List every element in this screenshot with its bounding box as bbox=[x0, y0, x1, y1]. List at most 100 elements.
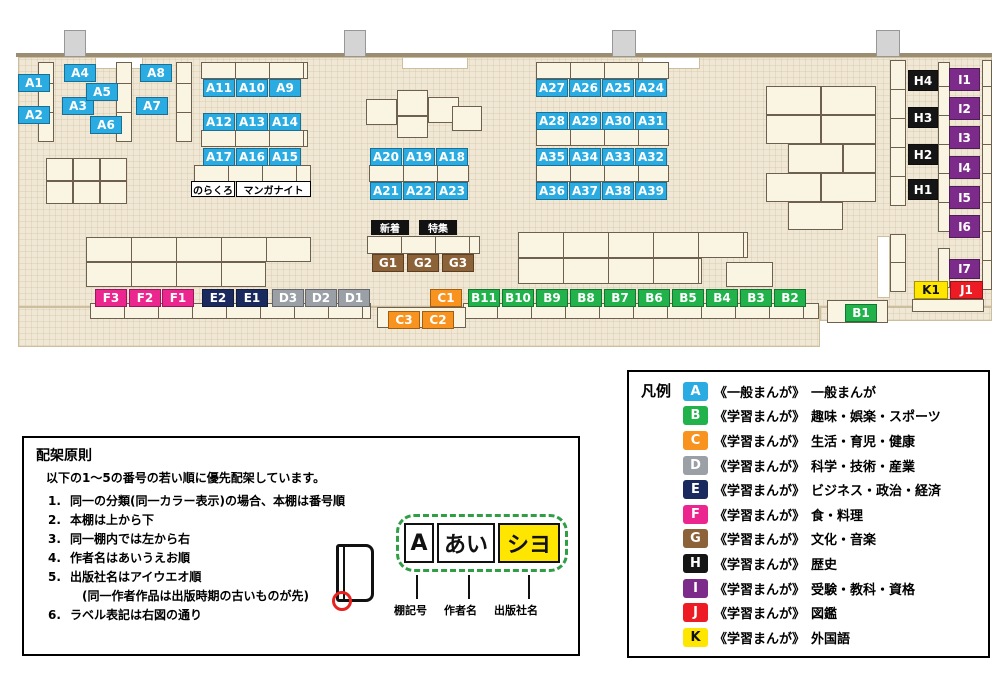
bookshelf bbox=[369, 165, 469, 182]
shelf-label-a31: A31 bbox=[635, 112, 667, 130]
shelf-label-a17: A17 bbox=[203, 148, 235, 166]
bookshelf bbox=[890, 234, 906, 292]
legend-category: 図鑑 bbox=[811, 607, 838, 623]
shelf-label-a16: A16 bbox=[236, 148, 268, 166]
bookshelf bbox=[788, 202, 843, 230]
bookshelf bbox=[86, 262, 266, 287]
legend-category: 文化・音楽 bbox=[811, 533, 877, 549]
map-tag: のらくろ bbox=[191, 181, 235, 197]
shelf-label-i3: I3 bbox=[949, 126, 980, 149]
legend-scope: 《学習まんが》 bbox=[714, 631, 806, 647]
bookshelf bbox=[46, 181, 73, 204]
wall-opening bbox=[402, 57, 468, 69]
shelf-label-a14: A14 bbox=[269, 113, 301, 131]
shelf-label-h4: H4 bbox=[908, 70, 938, 91]
map-tag: 新着 bbox=[371, 220, 409, 235]
legend-item-j: J《学習まんが》図鑑 bbox=[683, 600, 941, 625]
map-tag: 特集 bbox=[419, 220, 457, 235]
legend-swatch-f: F bbox=[683, 504, 708, 524]
bookshelf bbox=[821, 115, 876, 144]
shelf-label-c3: C3 bbox=[388, 311, 420, 329]
bookshelf bbox=[766, 115, 821, 144]
bookshelf bbox=[726, 262, 773, 287]
shelf-label-b10: B10 bbox=[502, 289, 534, 307]
bookshelf bbox=[176, 62, 192, 142]
legend-scope: 《学習まんが》 bbox=[714, 582, 806, 598]
legend-swatch-h: H bbox=[683, 553, 708, 573]
principle-text: 出版社名はアイウエオ順 bbox=[70, 570, 202, 584]
legend-scope: 《学習まんが》 bbox=[714, 533, 806, 549]
wall-opening bbox=[877, 236, 890, 298]
shelf-label-f2: F2 bbox=[129, 289, 161, 307]
shelf-label-a12: A12 bbox=[203, 113, 235, 131]
bookshelf bbox=[397, 90, 428, 116]
shelf-label-k1: K1 bbox=[914, 281, 948, 299]
principle-number: 2. bbox=[48, 513, 61, 527]
spine-label-caption: 出版社名 bbox=[494, 604, 538, 617]
shelf-label-a22: A22 bbox=[403, 182, 435, 200]
legend-swatch-b: B bbox=[683, 406, 708, 426]
shelf-label-b11: B11 bbox=[468, 289, 500, 307]
pillar bbox=[344, 30, 366, 57]
shelf-label-a4: A4 bbox=[64, 64, 96, 82]
shelf-label-b9: B9 bbox=[536, 289, 568, 307]
shelf-label-a29: A29 bbox=[569, 112, 601, 130]
shelf-label-b1: B1 bbox=[845, 304, 877, 322]
legend-item-k: K《学習まんが》外国語 bbox=[683, 625, 941, 650]
principle-subtext: (同一作者作品は出版時期の古いものが先) bbox=[82, 589, 309, 603]
bookshelf bbox=[788, 144, 843, 173]
spine-label-cell: あい bbox=[437, 523, 495, 563]
bookshelf bbox=[821, 86, 876, 115]
shelf-label-a6: A6 bbox=[90, 116, 122, 134]
shelf-label-a18: A18 bbox=[436, 148, 468, 166]
shelf-label-h3: H3 bbox=[908, 107, 938, 128]
legend-scope: 《学習まんが》 bbox=[714, 434, 806, 450]
principle-item: 6.ラベル表記は右図の通り bbox=[48, 606, 388, 625]
shelf-label-c1: C1 bbox=[430, 289, 462, 307]
principle-text: 本棚は上から下 bbox=[70, 513, 155, 527]
legend-swatch-g: G bbox=[683, 529, 708, 549]
legend-swatch-e: E bbox=[683, 480, 708, 500]
principle-text: ラベル表記は右図の通り bbox=[70, 608, 203, 622]
shelf-label-i4: I4 bbox=[949, 156, 980, 179]
shelf-label-a23: A23 bbox=[436, 182, 468, 200]
shelf-label-g1: G1 bbox=[372, 254, 404, 272]
shelf-label-f1: F1 bbox=[162, 289, 194, 307]
shelf-label-a9: A9 bbox=[269, 79, 301, 97]
shelf-label-e2: E2 bbox=[202, 289, 234, 307]
legend-item-d: D《学習まんが》科学・技術・産業 bbox=[683, 453, 941, 478]
principle-item: 2. 本棚は上から下 bbox=[48, 511, 388, 530]
legend-swatch-i: I bbox=[683, 578, 708, 598]
shelf-label-b4: B4 bbox=[706, 289, 738, 307]
legend-category: ビジネス・政治・経済 bbox=[811, 484, 942, 500]
principle-text: 同一棚内では左から右 bbox=[70, 532, 191, 546]
shelf-label-a25: A25 bbox=[602, 79, 634, 97]
principle-text: 作者名はあいうえお順 bbox=[70, 551, 191, 565]
legend-category: 食・料理 bbox=[811, 508, 864, 524]
shelf-label-a37: A37 bbox=[569, 182, 601, 200]
shelf-label-a27: A27 bbox=[536, 79, 568, 97]
shelf-label-d1: D1 bbox=[338, 289, 370, 307]
legend-scope: 《学習まんが》 bbox=[714, 410, 806, 426]
caption-line bbox=[468, 575, 470, 599]
shelf-label-a24: A24 bbox=[635, 79, 667, 97]
principle-text: 同一の分類(同一カラー表示)の場合、本棚は番号順 bbox=[70, 494, 345, 508]
shelf-label-b5: B5 bbox=[672, 289, 704, 307]
bookshelf bbox=[982, 60, 992, 290]
legend-swatch-a: A bbox=[683, 381, 708, 401]
shelf-label-b2: B2 bbox=[774, 289, 806, 307]
legend-swatch-j: J bbox=[683, 603, 708, 623]
shelf-label-a21: A21 bbox=[370, 182, 402, 200]
shelf-label-i7: I7 bbox=[949, 259, 980, 279]
bookshelf bbox=[201, 130, 308, 147]
shelf-label-a11: A11 bbox=[203, 79, 235, 97]
principle-item: 5.出版社名はアイウエオ順 bbox=[48, 568, 388, 587]
shelf-label-a39: A39 bbox=[635, 182, 667, 200]
principles-title: 配架原則 bbox=[36, 448, 92, 464]
principles-intro: 以下の1〜5の番号の若い順に優先配架しています。 bbox=[46, 471, 326, 485]
bookshelf bbox=[518, 258, 702, 284]
shelf-label-a10: A10 bbox=[236, 79, 268, 97]
bookshelf bbox=[90, 303, 371, 319]
